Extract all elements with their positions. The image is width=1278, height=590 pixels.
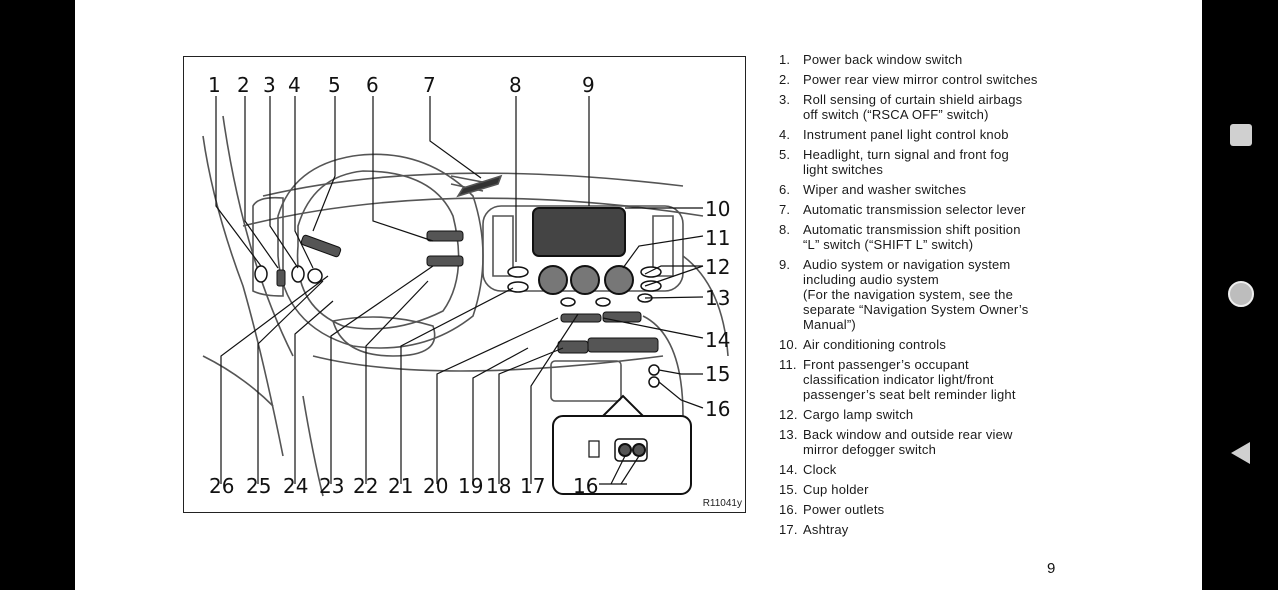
legend-item: 17.Ashtray <box>779 522 849 537</box>
legend-item: 7.Automatic transmission selector lever <box>779 202 1026 217</box>
callout-10: 10 <box>705 197 730 221</box>
legend-item: 8.Automatic transmission shift position … <box>779 222 1021 252</box>
recents-button[interactable] <box>1226 120 1256 150</box>
ac-knobs <box>538 265 634 295</box>
leader-lines <box>215 96 704 485</box>
cup-holders <box>648 364 660 388</box>
legend-item: 1.Power back window switch <box>779 52 963 67</box>
callout-12: 12 <box>705 255 730 279</box>
callout-11: 11 <box>705 226 730 250</box>
document-page: 1 2 3 4 5 6 7 8 9 10 11 12 13 14 15 16 2… <box>75 0 1202 590</box>
audio-screen <box>532 207 626 257</box>
callout-7: 7 <box>423 73 436 97</box>
callouts-top: 1 2 3 4 5 6 7 8 9 <box>208 73 595 97</box>
callout-2: 2 <box>237 73 250 97</box>
callout-9: 9 <box>582 73 595 97</box>
callout-13: 13 <box>705 286 730 310</box>
back-icon <box>1231 442 1250 464</box>
home-button[interactable] <box>1226 279 1256 309</box>
callouts-right: 10 11 12 13 14 15 16 <box>705 197 730 421</box>
legend-list: 1.Power back window switch 2.Power rear … <box>779 52 1079 542</box>
legend-item: 6.Wiper and washer switches <box>779 182 967 197</box>
callout-3: 3 <box>263 73 276 97</box>
dashboard-diagram: 1 2 3 4 5 6 7 8 9 10 11 12 13 14 15 16 2… <box>183 56 746 513</box>
recents-icon <box>1230 124 1252 146</box>
figure-code: R11041y <box>702 498 742 509</box>
dashboard-figure: 1 2 3 4 5 6 7 8 9 10 11 12 13 14 15 16 2… <box>183 56 746 513</box>
callout-25: 25 <box>246 474 271 498</box>
callout-22: 22 <box>353 474 378 498</box>
callout-8: 8 <box>509 73 522 97</box>
callout-26: 26 <box>209 474 234 498</box>
callout-5: 5 <box>328 73 341 97</box>
android-nav-bar <box>1202 0 1278 590</box>
legend-item: 5.Headlight, turn signal and front fog l… <box>779 147 1009 177</box>
legend-item: 12.Cargo lamp switch <box>779 407 914 422</box>
page-number: 9 <box>1047 560 1056 577</box>
callout-1: 1 <box>208 73 221 97</box>
dash-buttons <box>254 265 662 307</box>
back-button[interactable] <box>1226 438 1256 468</box>
callout-20: 20 <box>423 474 448 498</box>
legend-item: 4.Instrument panel light control knob <box>779 127 1009 142</box>
legend-item: 9.Audio system or navigation system incl… <box>779 257 1029 332</box>
legend-item: 16.Power outlets <box>779 502 885 517</box>
legend-item: 14.Clock <box>779 462 837 477</box>
legend-item: 13.Back window and outside rear view mir… <box>779 427 1013 457</box>
callout-19: 19 <box>458 474 483 498</box>
callout-15: 15 <box>705 362 730 386</box>
legend-item: 2.Power rear view mirror control switche… <box>779 72 1038 87</box>
legend-item: 10.Air conditioning controls <box>779 337 947 352</box>
callout-24: 24 <box>283 474 308 498</box>
legend-item: 11.Front passenger’s occupant classifica… <box>779 357 1016 402</box>
home-icon <box>1228 281 1254 307</box>
callout-18: 18 <box>486 474 511 498</box>
callout-4: 4 <box>288 73 301 97</box>
callout-14: 14 <box>705 328 730 352</box>
callout-6: 6 <box>366 73 379 97</box>
callout-23: 23 <box>319 474 344 498</box>
callout-17: 17 <box>520 474 545 498</box>
callout-inset-16: 16 <box>573 474 598 498</box>
legend-item: 3.Roll sensing of curtain shield airbags… <box>779 92 1023 122</box>
legend-item: 15.Cup holder <box>779 482 869 497</box>
callouts-bottom: 26 25 24 23 22 21 20 19 18 17 16 <box>209 474 598 498</box>
callout-16: 16 <box>705 397 730 421</box>
callout-21: 21 <box>388 474 413 498</box>
